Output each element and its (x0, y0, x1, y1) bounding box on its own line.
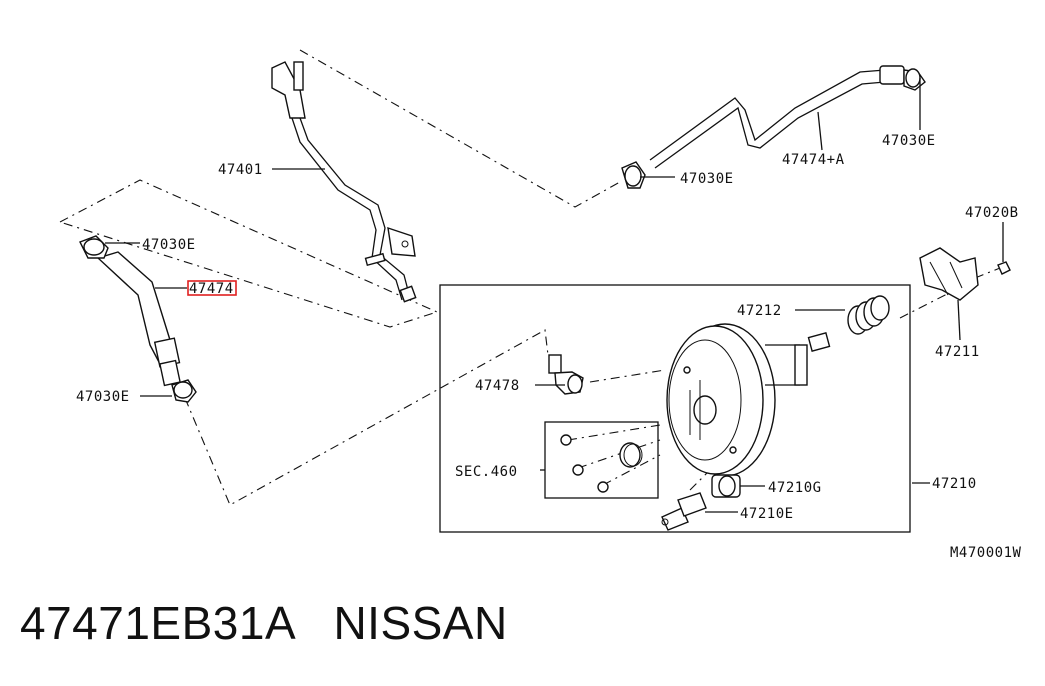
phantom-lines (59, 49, 1001, 506)
leader-lines (105, 78, 1004, 513)
label-47030e-mid: 47030E (680, 171, 734, 187)
label-47212: 47212 (737, 303, 782, 319)
booster-assembly-box (439, 284, 911, 533)
caption: 47471EB31A NISSAN (20, 596, 508, 650)
brake-booster (666, 323, 831, 477)
brand-name: NISSAN (333, 597, 508, 649)
left-hose (79, 235, 197, 403)
sec460-parts (560, 434, 643, 493)
check-valve-part (661, 492, 707, 531)
label-47020b: 47020B (965, 205, 1019, 221)
label-47401: 47401 (218, 162, 263, 178)
label-47474: 47474 (189, 281, 234, 297)
label-47210e: 47210E (740, 506, 794, 522)
label-47030e-left-top: 47030E (142, 237, 196, 253)
upper-hose (621, 65, 926, 189)
figure-code: M470001W (950, 545, 1022, 561)
label-47478: 47478 (475, 378, 520, 394)
check-valve-connector (548, 354, 584, 395)
label-47210g: 47210G (768, 480, 822, 496)
label-47474a: 47474+A (782, 152, 845, 168)
metal-tube (271, 61, 417, 303)
label-sec460: SEC.460 (455, 464, 518, 480)
label-47210: 47210 (932, 476, 977, 492)
sec460-box (544, 421, 659, 499)
spring-part (847, 295, 890, 335)
grommet-part (711, 474, 741, 498)
label-47211: 47211 (935, 344, 980, 360)
label-47030e-top-right: 47030E (882, 133, 936, 149)
part-number: 47471EB31A (20, 597, 294, 649)
label-47030e-left-bottom: 47030E (76, 389, 130, 405)
highlight-box (187, 280, 237, 296)
bracket-part (919, 247, 1011, 301)
